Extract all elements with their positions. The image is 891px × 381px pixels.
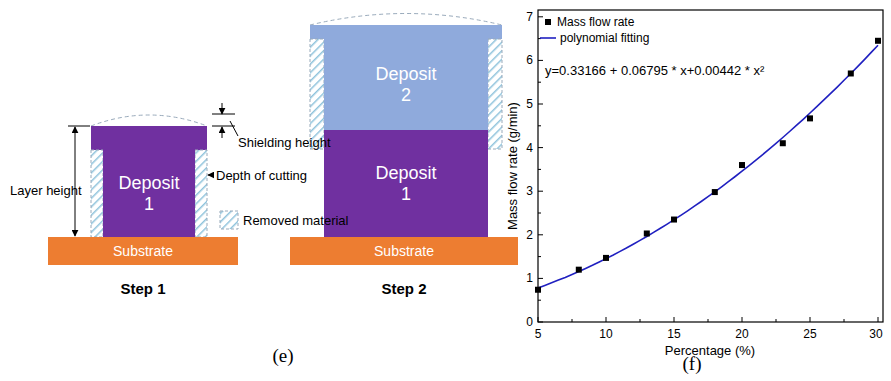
- tick-label: 4: [526, 141, 533, 155]
- annotation: (e): [272, 345, 293, 367]
- node-label: Substrate: [113, 243, 173, 259]
- annotation: Percentage (%): [665, 343, 755, 358]
- annotation: Mass flow rate (g/min): [505, 102, 520, 230]
- tick-mark: [776, 319, 777, 322]
- tick-mark: [538, 147, 543, 148]
- data-point: [576, 267, 582, 273]
- data-point: [644, 230, 650, 236]
- tick-label: 5: [535, 327, 542, 341]
- node-label: Deposit 2: [370, 64, 442, 105]
- tick-mark: [674, 317, 675, 322]
- tick-label: 1: [526, 271, 533, 285]
- tick-mark: [538, 213, 541, 214]
- tick-mark: [708, 319, 709, 322]
- tick-mark: [538, 16, 543, 17]
- data-point: [780, 140, 786, 146]
- tick-mark: [538, 104, 543, 105]
- data-point: [739, 162, 745, 168]
- deposit-block: Deposit 2: [324, 39, 488, 130]
- deposit-block: Deposit 1: [103, 150, 195, 237]
- tick-mark: [606, 317, 607, 322]
- tick-label: 7: [526, 10, 533, 24]
- tick-label: 2: [526, 228, 533, 242]
- tick-label: 20: [735, 327, 748, 341]
- tick-mark: [742, 317, 743, 322]
- tick-label: 10: [599, 327, 612, 341]
- node-label: Deposit 1: [370, 163, 442, 204]
- tick-mark: [538, 322, 543, 323]
- tick-mark: [538, 317, 539, 322]
- annotation: Shielding height: [238, 135, 331, 150]
- tick-mark: [844, 319, 845, 322]
- node-label: Deposit 1: [113, 173, 185, 214]
- data-point: [848, 70, 854, 76]
- annotation: Step 1: [120, 280, 165, 297]
- tick-label: 30: [869, 327, 882, 341]
- tick-mark: [640, 319, 641, 322]
- data-point: [875, 38, 881, 44]
- data-point: [535, 287, 541, 293]
- tick-mark: [538, 191, 543, 192]
- tick-mark: [572, 319, 573, 322]
- tick-mark: [878, 317, 879, 322]
- data-point: [603, 255, 609, 261]
- annotation: Step 2: [381, 280, 426, 297]
- tick-mark: [538, 300, 541, 301]
- equation: y=0.33166 + 0.06795 * x+0.00442 * x²: [545, 63, 764, 78]
- tick-mark: [538, 82, 541, 83]
- tick-mark: [810, 317, 811, 322]
- annotation: (f): [683, 353, 702, 375]
- tick-label: 0: [526, 315, 533, 329]
- node-label: Substrate: [374, 243, 434, 259]
- deposit-block: Deposit 1: [324, 130, 488, 237]
- tick-label: 6: [526, 53, 533, 67]
- annotation: Depth of cutting: [216, 168, 307, 183]
- legend-text: Removed material: [243, 213, 349, 228]
- tick-mark: [538, 169, 541, 170]
- tick-mark: [538, 60, 543, 61]
- tick-mark: [538, 256, 541, 257]
- data-point: [807, 115, 813, 121]
- substrate-block: Substrate: [48, 237, 238, 265]
- fit-curve: [538, 45, 878, 288]
- legend-text: polynomial fitting: [560, 31, 649, 45]
- data-point: [712, 189, 718, 195]
- annotation: Layer height: [10, 183, 82, 198]
- tick-label: 3: [526, 184, 533, 198]
- tick-label: 15: [667, 327, 680, 341]
- tick-mark: [538, 125, 541, 126]
- data-point: [671, 217, 677, 223]
- tick-label: 25: [803, 327, 816, 341]
- substrate-block: Substrate: [290, 237, 518, 265]
- legend-text: Mass flow rate: [557, 15, 634, 29]
- tick-label: 5: [526, 97, 533, 111]
- tick-mark: [538, 234, 543, 235]
- tick-mark: [538, 278, 543, 279]
